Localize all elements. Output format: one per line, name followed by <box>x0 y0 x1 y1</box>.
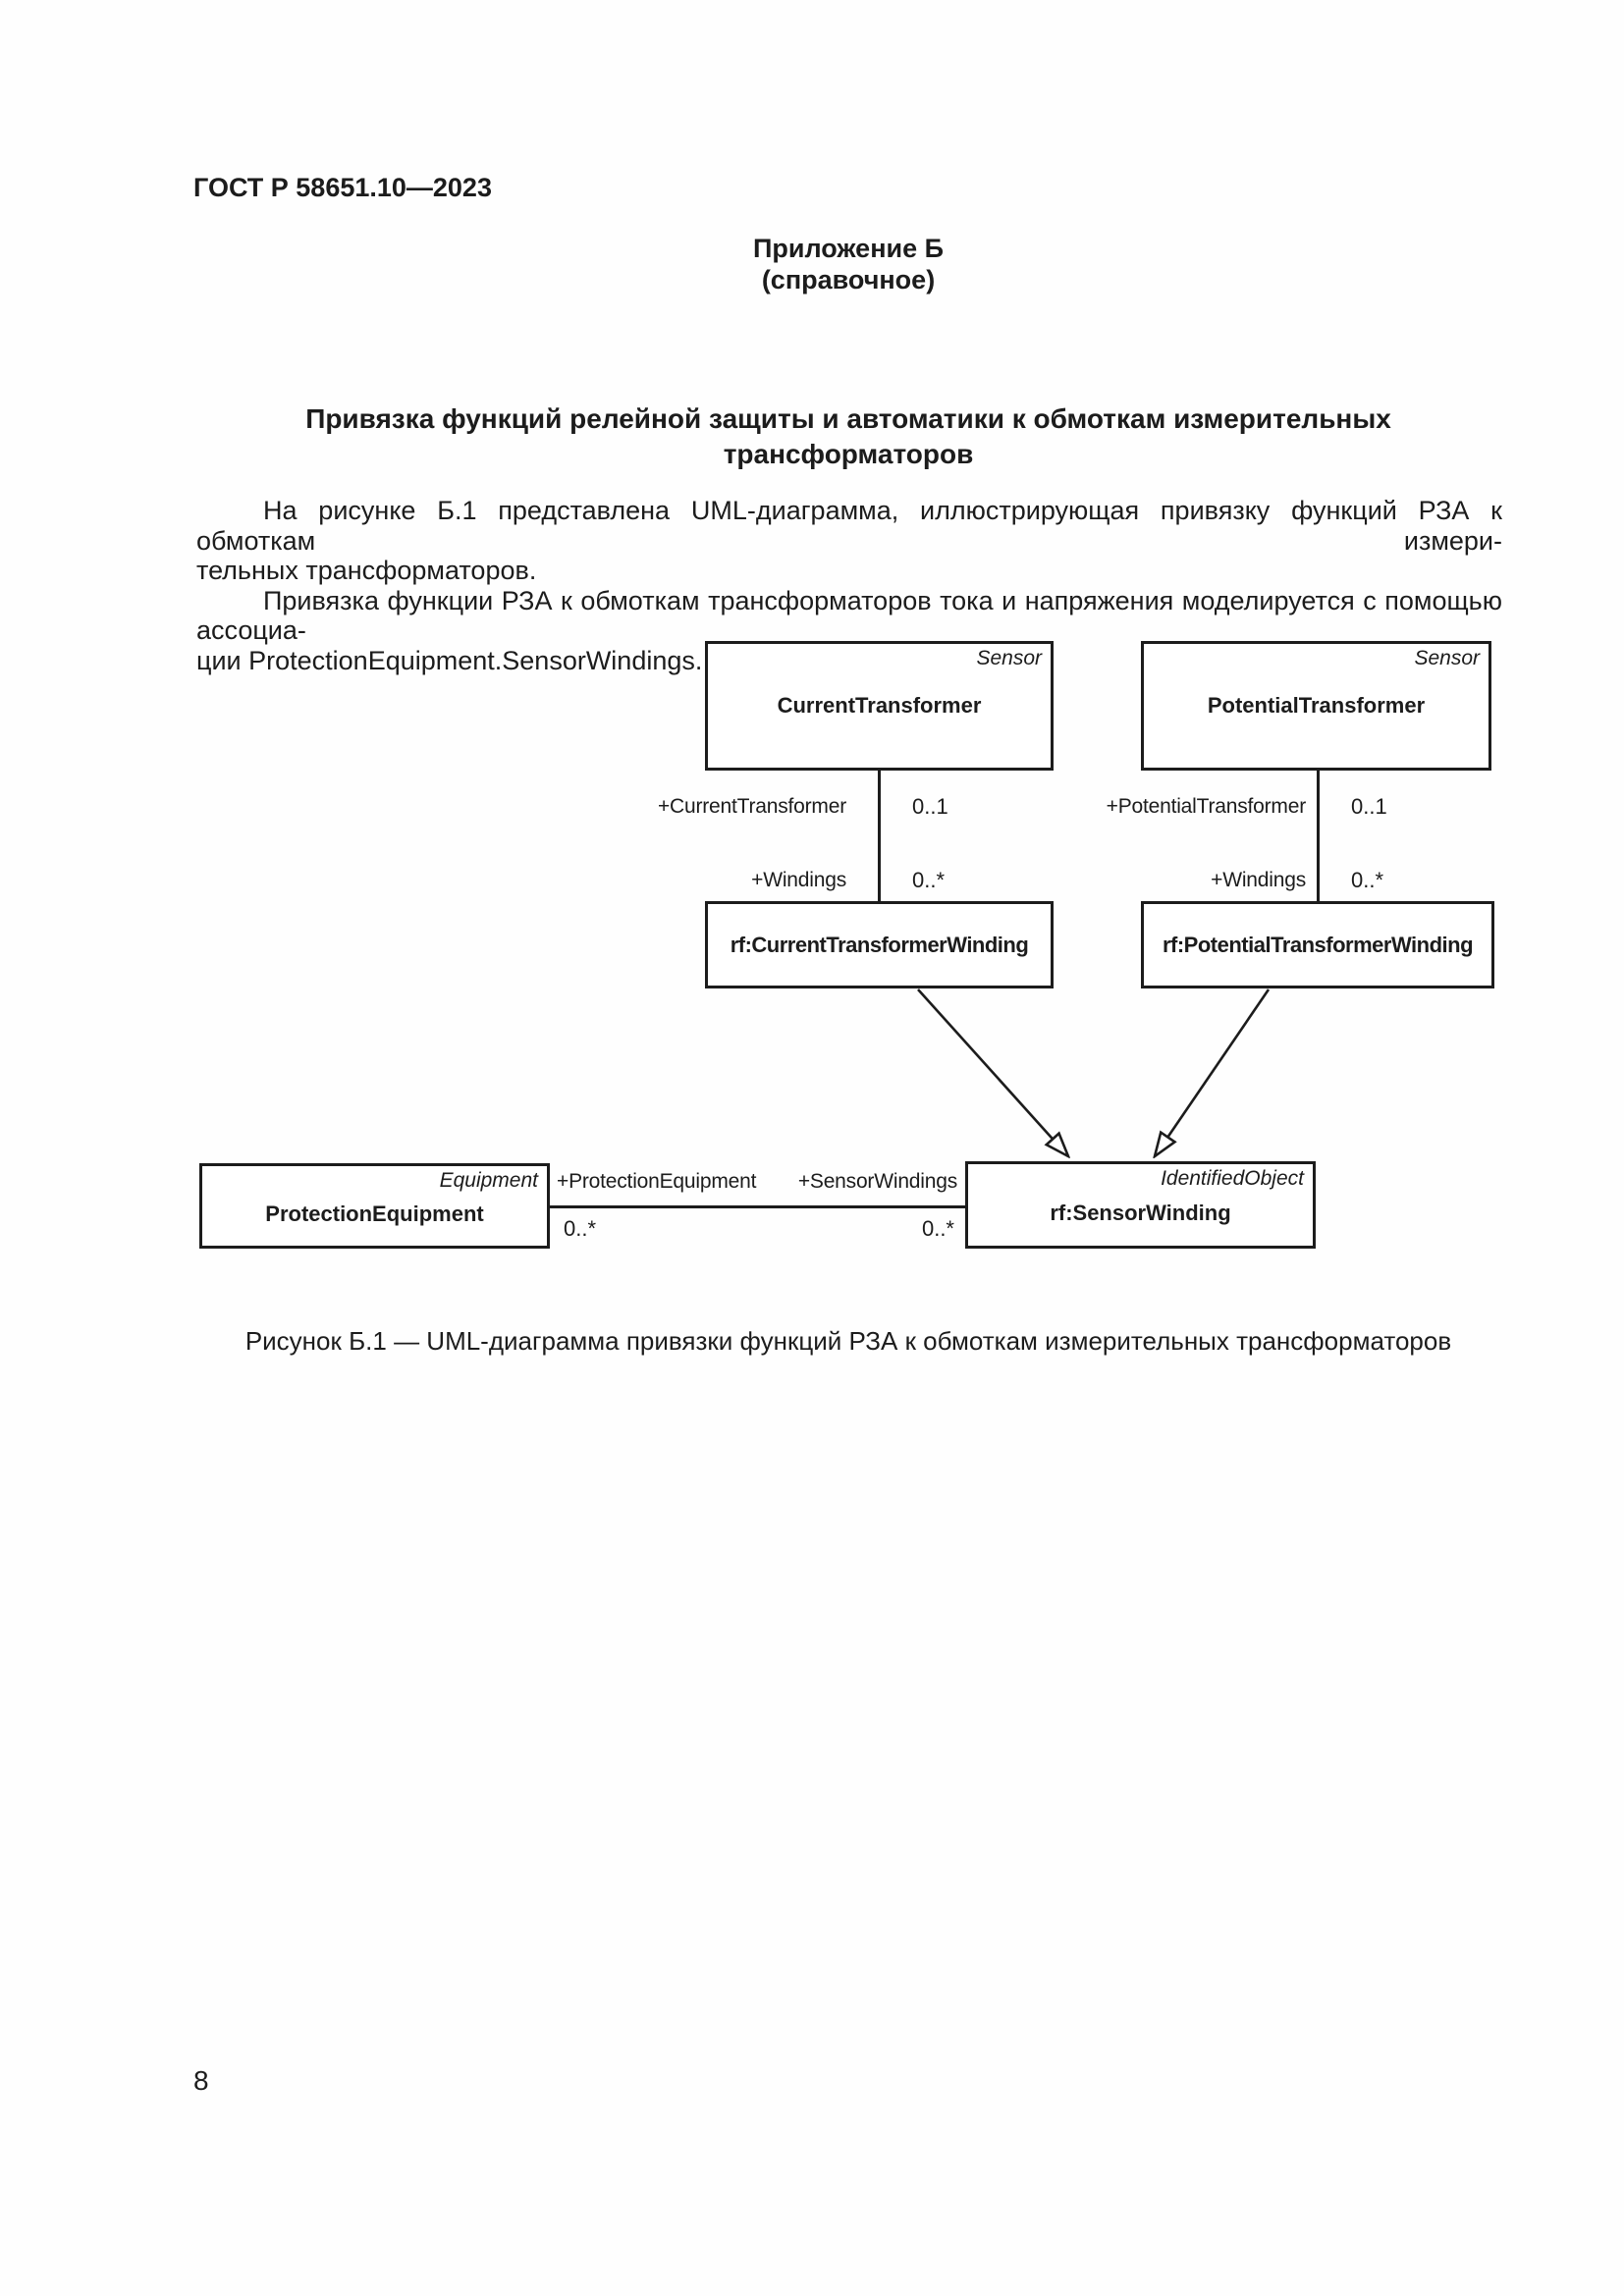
class-name-label: rf:SensorWinding <box>1050 1200 1231 1225</box>
section-title-line-2: трансформаторов <box>723 439 974 469</box>
multiplicity-label: 0..* <box>1351 868 1384 892</box>
multiplicity-label: 0..* <box>921 1216 954 1241</box>
uml-class-sensor-winding: IdentifiedObject rf:SensorWinding <box>965 1161 1316 1249</box>
section-title: Привязка функций релейной защиты и автом… <box>196 401 1500 472</box>
appendix-title: Приложение Б <box>752 234 945 263</box>
multiplicity-label: 0..* <box>564 1216 597 1241</box>
body-line: Привязка функции РЗА к обмоткам трансфор… <box>196 585 1502 646</box>
body-line: ции ProtectionEquipment.SensorWindings. <box>196 645 703 675</box>
body-line: тельных трансформаторов. <box>196 556 537 585</box>
association-role-label: +PotentialTransformer <box>1106 795 1307 818</box>
association-role-label: +ProtectionEquipment <box>557 1170 757 1193</box>
uml-class-potential-transformer: Sensor PotentialTransformer <box>1141 641 1491 771</box>
doc-number: ГОСТ Р 58651.10—2023 <box>193 173 492 202</box>
section-title-line-1: Привязка функций релейной защиты и автом… <box>305 403 1391 434</box>
appendix-subtitle: (справочное) <box>761 265 936 294</box>
uml-class-protection-equipment: Equipment ProtectionEquipment <box>199 1163 550 1249</box>
figure-caption: Рисунок Б.1 — UML-диаграмма привязки фун… <box>244 1326 1452 1356</box>
stereotype-label: Sensor <box>976 647 1042 669</box>
page-number: 8 <box>193 2065 209 2096</box>
association-role-label: +CurrentTransformer <box>657 795 846 818</box>
association-line-protection <box>550 1205 965 1208</box>
stereotype-label: IdentifiedObject <box>1161 1167 1304 1190</box>
association-role-label: +Windings <box>751 869 846 891</box>
class-name-label: PotentialTransformer <box>1207 693 1426 718</box>
class-name-label: ProtectionEquipment <box>265 1201 484 1226</box>
association-role-label: +SensorWindings <box>797 1170 957 1193</box>
body-line: На рисунке Б.1 представлена UML-диаграмм… <box>196 496 1502 556</box>
multiplicity-label: 0..1 <box>912 794 948 819</box>
multiplicity-label: 0..* <box>912 868 946 892</box>
stereotype-label: Sensor <box>1414 647 1480 669</box>
generalization-ct-winding <box>917 988 1068 1156</box>
class-name-label: rf:PotentialTransformerWinding <box>1162 932 1474 957</box>
association-line-current <box>878 771 881 901</box>
association-role-label: +Windings <box>1211 869 1306 891</box>
uml-class-pt-winding: rf:PotentialTransformerWinding <box>1141 901 1494 988</box>
stereotype-label: Equipment <box>439 1169 538 1192</box>
body-text: На рисунке Б.1 представлена UML-диаграмм… <box>196 496 1502 675</box>
class-name-label: rf:CurrentTransformerWinding <box>730 932 1029 957</box>
uml-class-ct-winding: rf:CurrentTransformerWinding <box>705 901 1054 988</box>
multiplicity-label: 0..1 <box>1351 794 1387 819</box>
generalization-pt-winding <box>1155 988 1271 1156</box>
association-line-potential <box>1317 771 1320 901</box>
class-name-label: CurrentTransformer <box>777 693 982 718</box>
uml-class-current-transformer: Sensor CurrentTransformer <box>705 641 1054 771</box>
